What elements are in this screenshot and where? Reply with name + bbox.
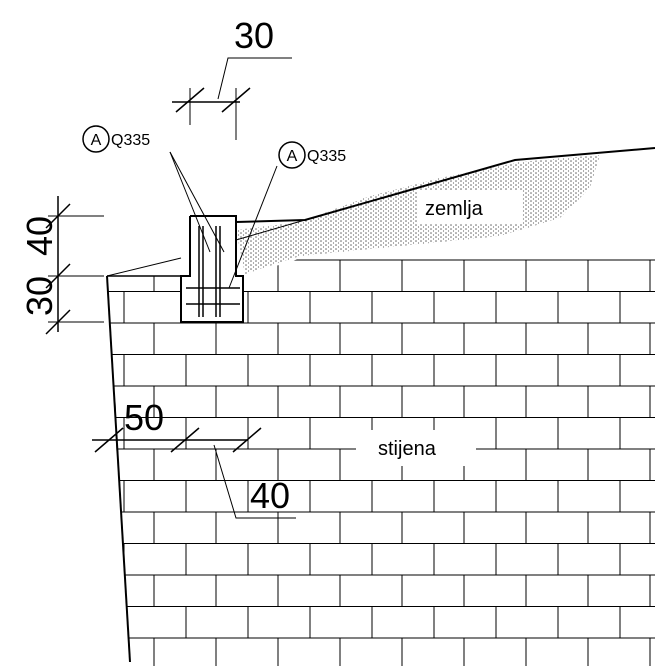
dimension-bottom-right-label: 40 (250, 475, 290, 516)
ground-surface-line (235, 147, 655, 223)
left-thin-line (106, 257, 182, 277)
dimension-left-upper-label: 40 (19, 216, 60, 256)
ground-thin-line (235, 219, 306, 241)
dimension-top-label: 30 (234, 15, 274, 56)
dimension-bottom (92, 401, 296, 519)
concrete-beam-outline (180, 215, 244, 323)
soil-label-mask (418, 190, 522, 224)
rebar-tag-grade: Q335 (307, 148, 346, 165)
dimension-left-lower-label: 30 (19, 276, 60, 316)
rebar-tag-right: A Q335 (228, 141, 346, 289)
dimension-top (172, 57, 292, 140)
rock-brick-hatch (107, 259, 655, 666)
rebar-tag-grade: Q335 (111, 132, 150, 149)
soil-label: zemlja (425, 198, 484, 220)
dimension-left (45, 196, 104, 335)
rock-label-mask (356, 430, 476, 466)
beam-rebar (186, 226, 240, 317)
rock-face-line (106, 275, 131, 663)
rock-label: stijena (378, 438, 437, 460)
rebar-tag-left: A Q335 (82, 125, 225, 253)
rebar-tag-mark: A (287, 148, 298, 165)
dimension-bottom-left-label: 50 (124, 397, 164, 438)
rebar-tag-mark: A (91, 132, 102, 149)
